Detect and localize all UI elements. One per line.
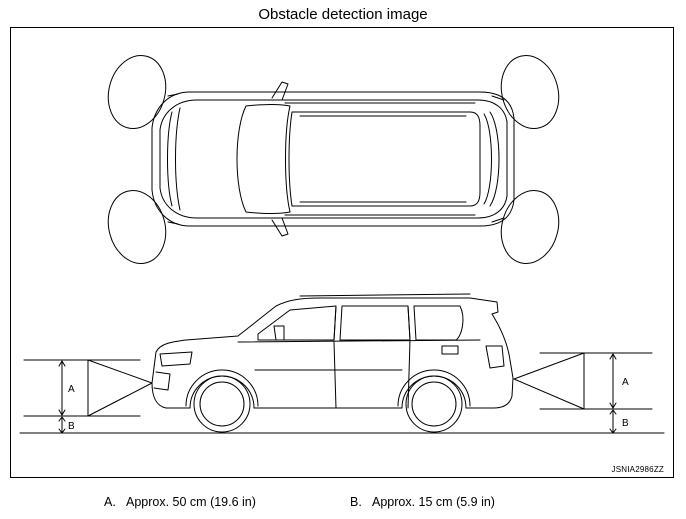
rear-dimension-lines	[539, 352, 653, 434]
legend-item-b: B. Approx. 15 cm (5.9 in)	[350, 495, 495, 509]
rear-dim-label-a: A	[622, 377, 629, 388]
rear-dim-label-b: B	[622, 418, 629, 429]
top-windshield	[236, 104, 291, 214]
legend-key-b: B.	[350, 495, 362, 509]
side-front-wheel	[193, 375, 251, 433]
top-view-vehicle	[107, 55, 560, 264]
front-dimension-lines	[23, 359, 141, 434]
top-body-outline	[151, 91, 515, 227]
front-dim-label-a: A	[68, 384, 75, 395]
side-body-outline	[151, 297, 514, 409]
side-quarter-window	[413, 305, 464, 341]
legend-text-a: Approx. 50 cm (19.6 in)	[126, 495, 256, 509]
rear-detection-cone	[513, 352, 585, 410]
rear-right-sensor-zone	[500, 190, 560, 264]
front-right-sensor-zone	[107, 190, 167, 264]
top-right-mirror	[271, 217, 289, 237]
side-view-vehicle	[151, 293, 514, 433]
top-roof	[288, 111, 481, 207]
rear-left-sensor-zone	[500, 55, 560, 129]
legend-item-a: A. Approx. 50 cm (19.6 in)	[104, 495, 256, 509]
side-rear-wheel	[405, 375, 463, 433]
front-dim-label-b: B	[68, 421, 75, 432]
top-left-mirror	[271, 81, 289, 101]
figure-code: JSNIA2986ZZ	[611, 465, 664, 474]
front-left-sensor-zone	[107, 55, 167, 129]
legend-key-a: A.	[104, 495, 116, 509]
diagram-frame	[10, 27, 674, 478]
legend-text-b: Approx. 15 cm (5.9 in)	[372, 495, 495, 509]
side-rear-window	[339, 305, 411, 341]
diagram-title: Obstacle detection image	[258, 6, 428, 23]
front-detection-cone	[87, 359, 153, 417]
